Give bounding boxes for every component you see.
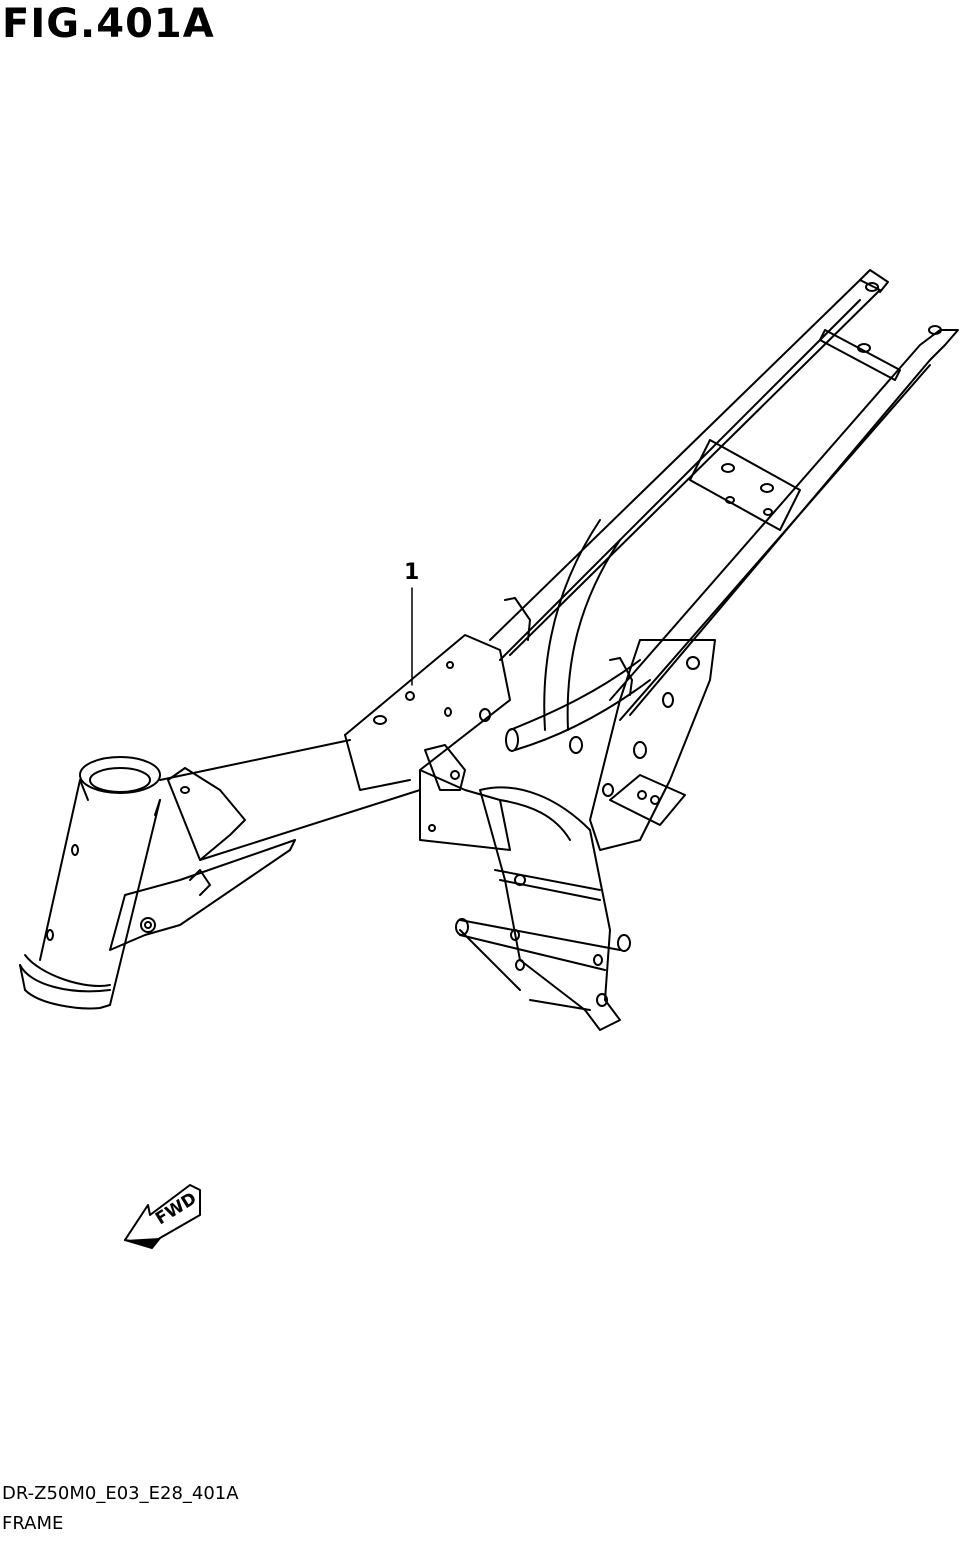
lower-cross-tube (455, 869, 631, 1011)
footrest-bracket (609, 774, 686, 826)
callout-number: 1 (404, 560, 420, 585)
middle-cross-bracket (689, 439, 801, 531)
main-upper-tube (159, 634, 511, 861)
mount-hole (865, 282, 879, 292)
diagram-code: DR-Z50M0_E03_E28_401A (2, 1483, 239, 1504)
engine-mount-gusset (109, 839, 296, 951)
right-pivot-plate (569, 639, 716, 851)
rear-cross-member (819, 329, 901, 381)
rear-right-rail (609, 325, 959, 721)
tank-mount-bracket (167, 767, 246, 861)
figure-title: FIG.401A (2, 1, 215, 47)
left-pivot-plate (419, 744, 511, 851)
head-pipe (19, 756, 161, 1010)
central-bracket (479, 786, 621, 1031)
fwd-arrow-icon: FWD (124, 1184, 201, 1249)
seat-hook-left (504, 597, 531, 641)
diagram-name: FRAME (2, 1513, 64, 1534)
center-down-tube (505, 519, 651, 752)
mount-hole (928, 325, 942, 335)
rear-left-rail (489, 269, 889, 661)
